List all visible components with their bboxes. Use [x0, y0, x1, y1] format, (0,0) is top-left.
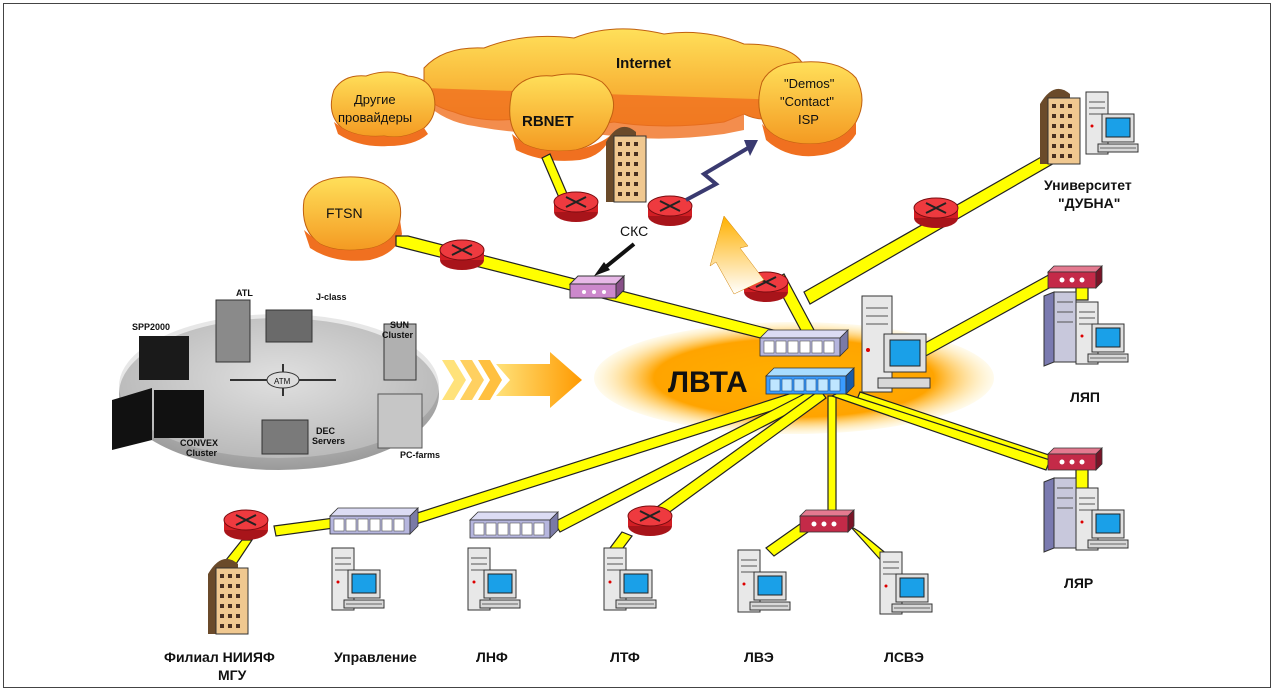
other-providers-label-1: Другие — [354, 92, 396, 107]
ltf-label: ЛТФ — [610, 649, 640, 665]
computing-cluster — [112, 299, 439, 470]
sks-arrow — [600, 242, 636, 272]
lyar-rack-icon — [1044, 478, 1128, 552]
sks-box[interactable] — [568, 274, 626, 300]
convex-label-2: Cluster — [186, 448, 218, 458]
dec-label-2: Servers — [312, 436, 345, 446]
rbnet-label: RBNET — [522, 113, 574, 130]
lyar-label: ЛЯР — [1064, 575, 1093, 591]
university-workstation-icon — [1085, 91, 1139, 155]
lnf-workstation-icon — [467, 547, 521, 611]
lvta-switch-bottom[interactable] — [765, 367, 855, 395]
atl-icon — [215, 299, 251, 363]
filial-building-icon — [207, 558, 249, 635]
university-building-icon — [1039, 88, 1081, 165]
router-ftsn[interactable] — [439, 239, 485, 271]
isp-label: ISP — [798, 112, 819, 127]
contact-label: "Contact" — [780, 94, 834, 109]
filial-label-1: Филиал НИИЯФ — [164, 649, 275, 665]
router-ltf[interactable] — [627, 505, 673, 537]
ltf-workstation-icon — [603, 547, 657, 611]
ftsn-label: FTSN — [326, 205, 363, 221]
atm-label: ATM — [274, 377, 291, 386]
university-label-1: Университет — [1044, 177, 1132, 193]
lve-workstation-icon — [737, 549, 791, 613]
router-university[interactable] — [913, 197, 959, 229]
spp2000-icon — [139, 336, 189, 380]
sun-cluster-icon — [383, 323, 417, 381]
internet-label: Internet — [616, 55, 671, 72]
router-rbnet[interactable] — [553, 191, 599, 223]
lyap-hub[interactable] — [1047, 265, 1103, 289]
other-providers-cloud — [330, 71, 436, 138]
lsve-label: ЛСВЭ — [884, 649, 924, 665]
sks-label: СКС — [620, 223, 648, 239]
wireless-link — [685, 146, 750, 202]
other-providers-label-2: провайдеры — [338, 110, 412, 125]
jclass-label: J-class — [316, 292, 347, 302]
filial-label-2: МГУ — [218, 667, 247, 683]
atl-label: ATL — [236, 288, 253, 298]
lyar-hub[interactable] — [1047, 447, 1103, 471]
network-diagram: Internet Другие провайдеры RBNET "Demos"… — [3, 3, 1271, 688]
spp-label: SPP2000 — [132, 322, 170, 332]
lve-hub[interactable] — [799, 509, 855, 533]
lyap-rack-icon — [1044, 292, 1128, 366]
jclass-icon — [265, 309, 313, 343]
demos-label: "Demos" — [784, 76, 835, 91]
sun-label-1: SUN — [390, 320, 409, 330]
dec-label-1: DEC — [316, 426, 336, 436]
lnf-label: ЛНФ — [476, 649, 508, 665]
upravlenie-workstation-icon — [331, 547, 385, 611]
upravlenie-switch[interactable] — [329, 507, 419, 535]
sks-building-icon — [605, 126, 647, 203]
lvta-label: ЛВТА — [668, 366, 748, 399]
university-label-2: "ДУБНА" — [1058, 195, 1120, 211]
convex-cluster-icon — [112, 388, 204, 450]
internet-clouds — [302, 28, 863, 261]
lyap-label: ЛЯП — [1070, 389, 1100, 405]
atm-node-icon — [266, 371, 300, 389]
pc-farms-icon — [377, 393, 423, 449]
convex-label-1: CONVEX — [180, 438, 218, 448]
lvta-server[interactable] — [861, 295, 931, 393]
lvta-switch-top[interactable] — [759, 329, 849, 357]
cluster-arrow — [442, 352, 582, 408]
lve-label: ЛВЭ — [744, 649, 774, 665]
router-filial[interactable] — [223, 509, 269, 541]
sun-label-2: Cluster — [382, 330, 414, 340]
dec-servers-icon — [261, 419, 309, 455]
upravlenie-label: Управление — [334, 649, 417, 665]
router-isp[interactable] — [647, 195, 693, 227]
pcfarms-label: PC-farms — [400, 450, 440, 460]
lsve-workstation-icon — [879, 551, 933, 615]
uplink-arrow — [709, 215, 765, 295]
lnf-switch[interactable] — [469, 511, 559, 539]
